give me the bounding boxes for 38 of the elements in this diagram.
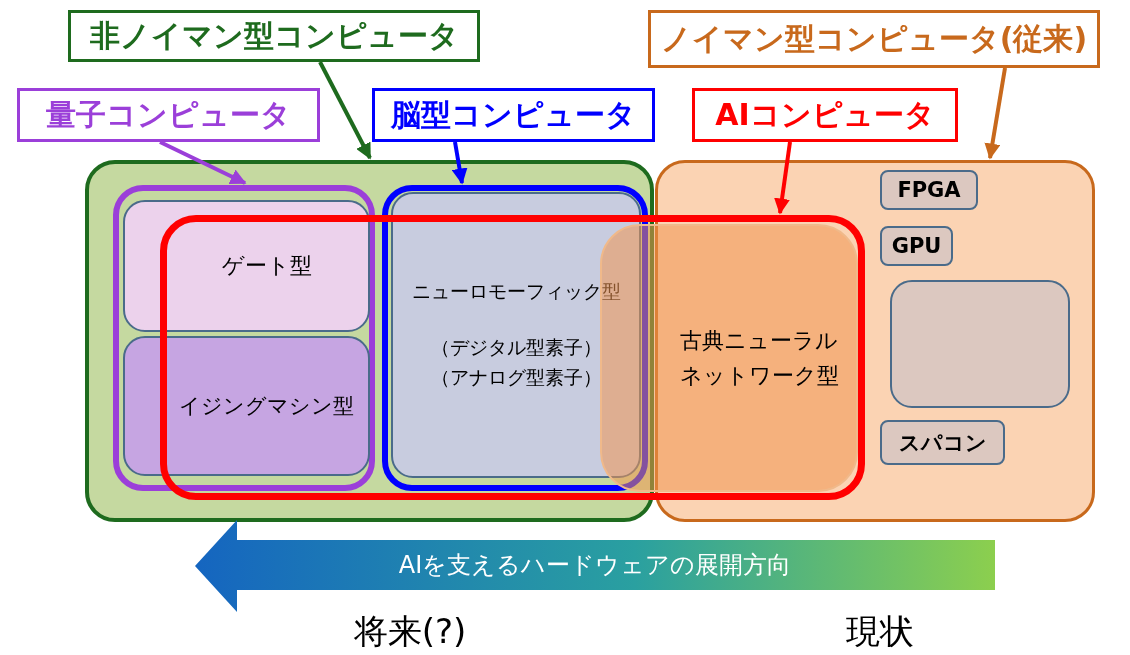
box-text: イジングマシン型 — [179, 393, 354, 420]
process-box — [880, 420, 1005, 465]
process-box — [890, 280, 1070, 408]
box-text: FPGA — [897, 178, 961, 202]
box-text: ニューロモーフィック型 — [411, 279, 621, 304]
arrow-caption: AIを支えるハードウェアの展開方向 — [398, 550, 792, 581]
box-text: GPU — [891, 234, 942, 258]
box-text: スパコン — [898, 429, 987, 457]
box-text: ゲート型 — [221, 252, 312, 280]
label-box — [648, 10, 1100, 68]
region-outline — [160, 215, 865, 500]
region-outline — [655, 160, 1095, 522]
time-label: 現状 — [846, 610, 914, 653]
arrow — [451, 141, 468, 185]
arrow — [774, 141, 792, 215]
label-box — [372, 88, 655, 142]
process-box — [600, 224, 858, 492]
arrow — [318, 61, 372, 160]
box-text: （デジタル型素子） — [430, 335, 602, 360]
box-text: （アナログ型素子） — [430, 365, 602, 390]
process-box — [880, 226, 953, 266]
time-label: 将来(?) — [353, 610, 467, 653]
label-text: 非ノイマン型コンピュータ — [89, 16, 459, 55]
arrow — [159, 140, 247, 185]
label-text: 量子コンピュータ — [46, 95, 291, 134]
region-outline — [113, 185, 375, 491]
label-text: AIコンピュータ — [715, 95, 935, 134]
label-box — [68, 10, 480, 62]
label-text: ノイマン型コンピュータ(従来) — [660, 19, 1088, 58]
arrow — [984, 67, 1007, 160]
box-text: 古典ニューラルネットワーク型 — [678, 326, 840, 390]
process-box — [123, 200, 370, 332]
label-text: 脳型コンピュータ — [391, 95, 636, 134]
label-box — [692, 88, 958, 142]
region-outline — [85, 160, 654, 522]
label-box — [17, 88, 320, 142]
process-box — [880, 170, 978, 210]
process-box — [123, 336, 370, 476]
